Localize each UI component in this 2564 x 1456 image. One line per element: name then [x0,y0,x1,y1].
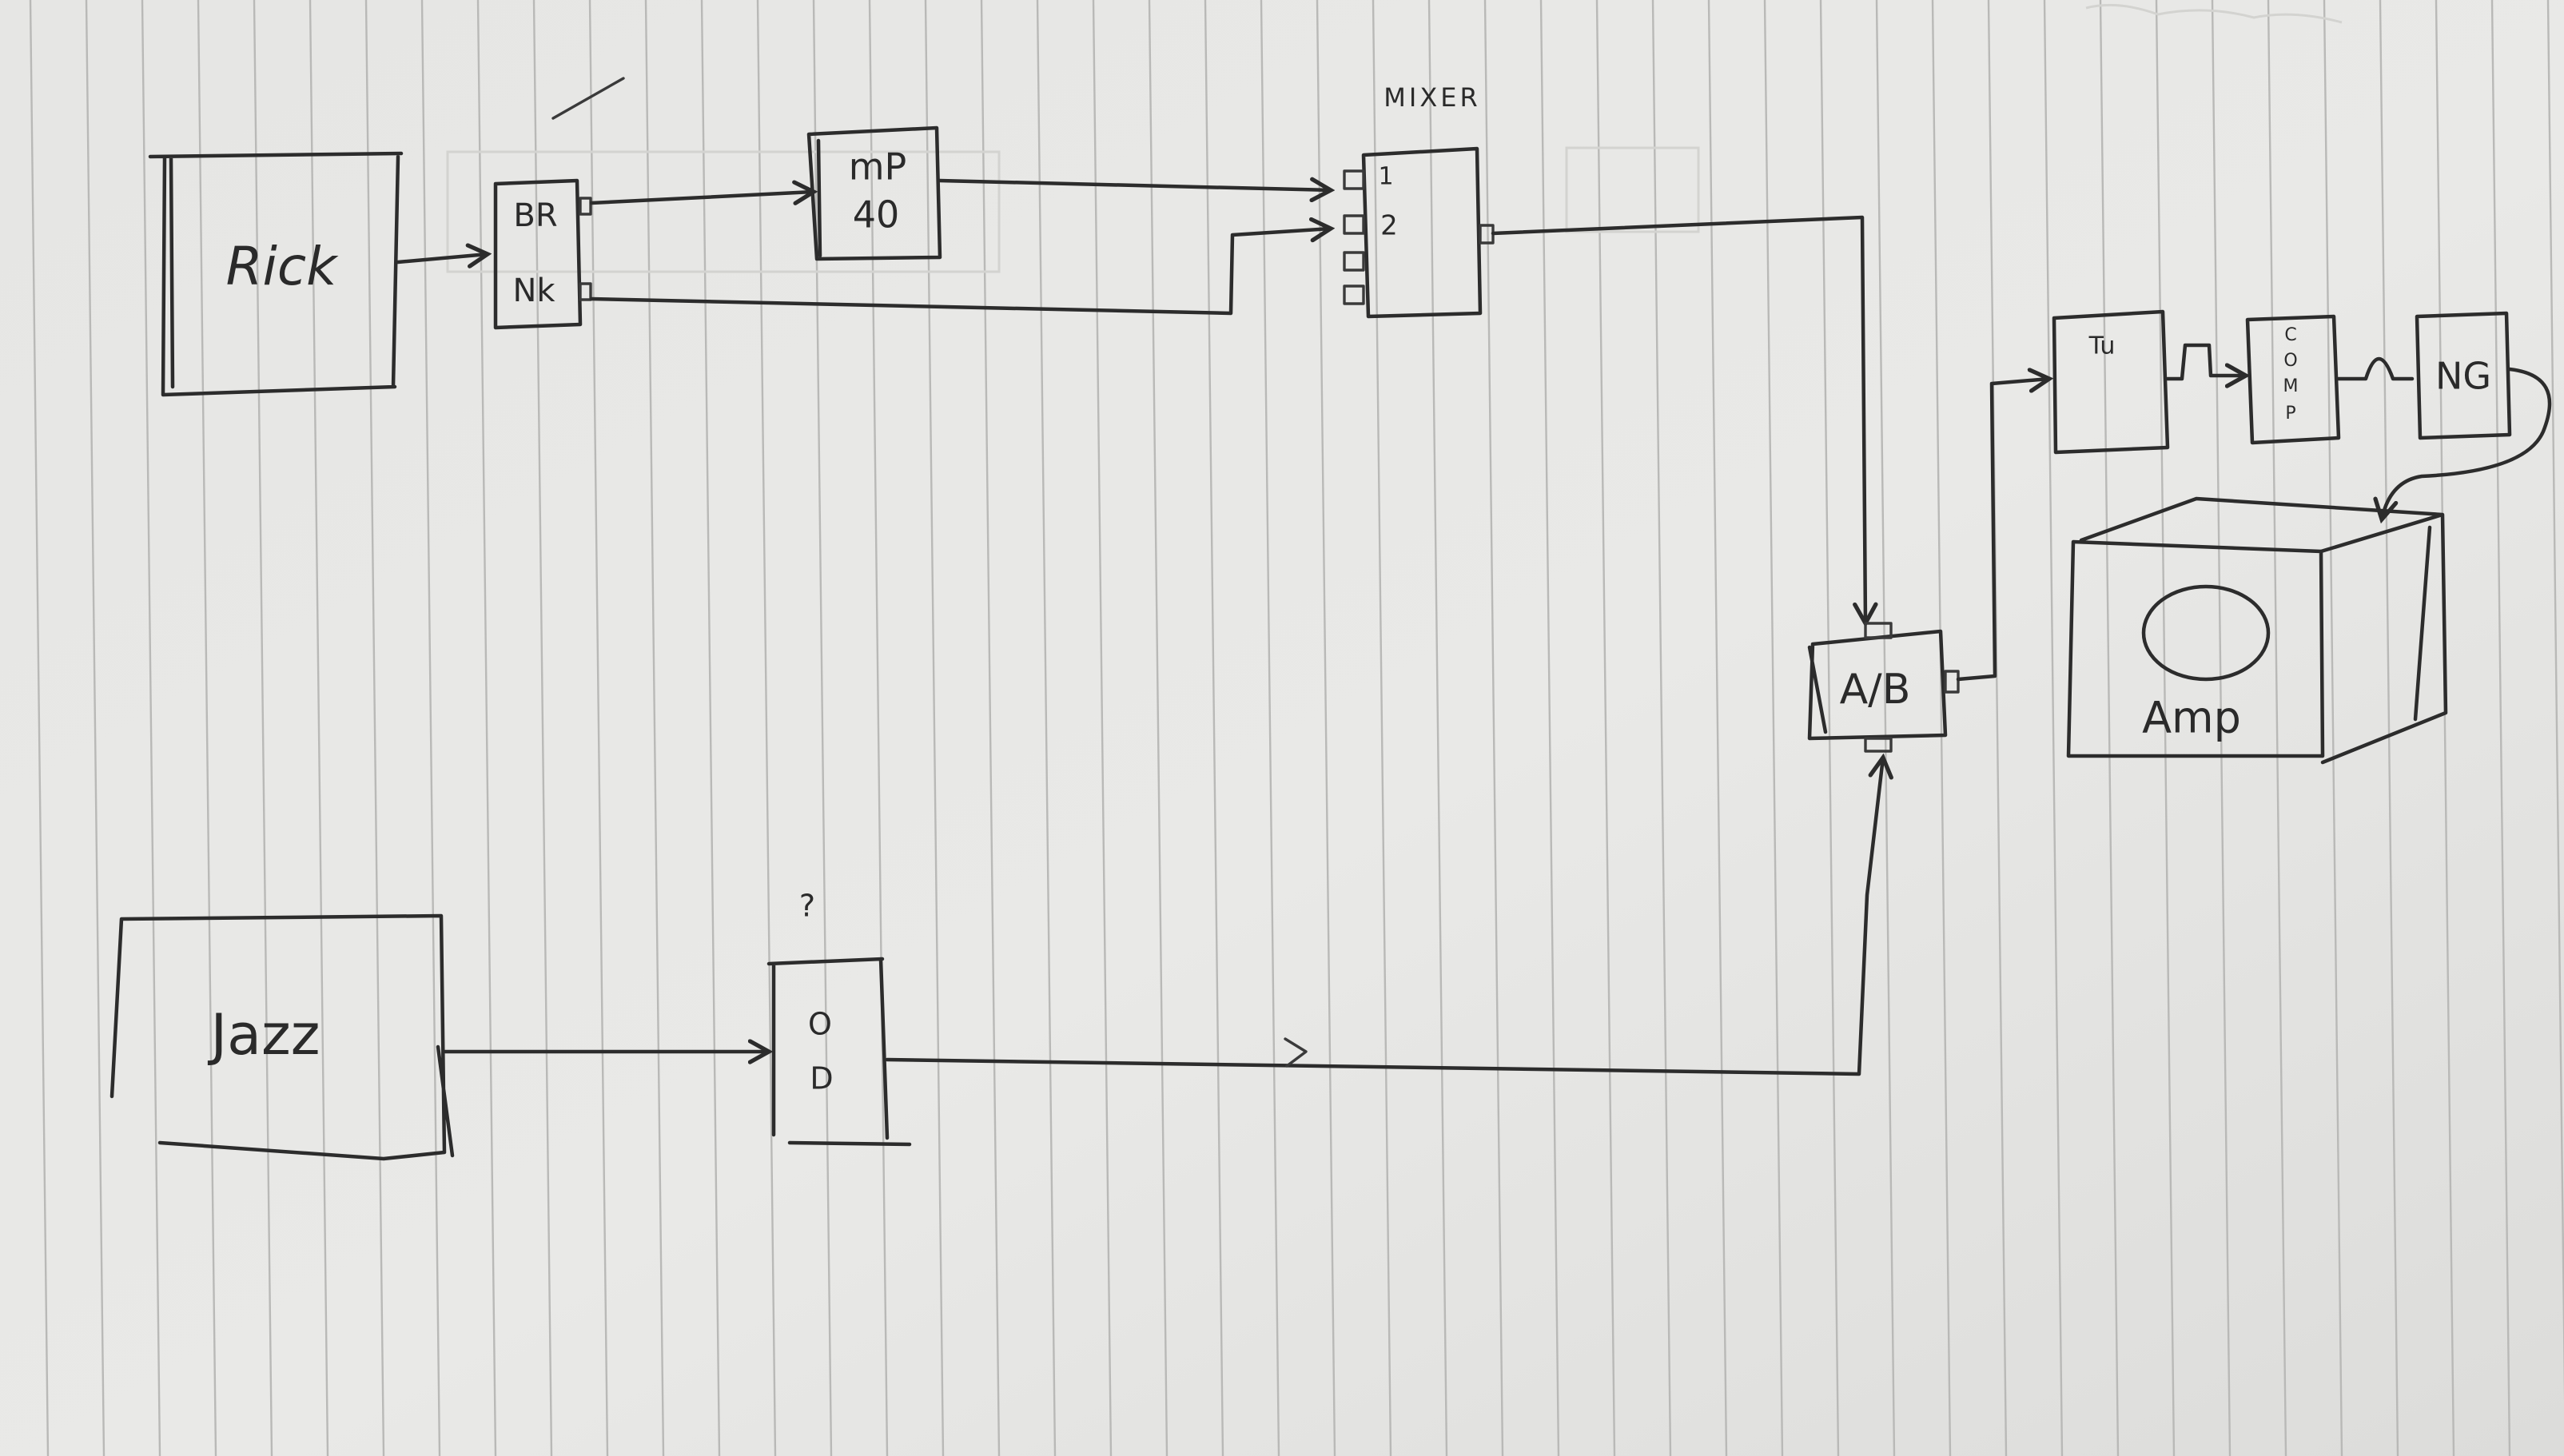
paper-rule-line [868,0,889,1456]
edge-rick-to-br-nk [396,254,488,262]
paper-rule-line [2490,0,2511,1456]
edge-mp40-to-mixer-1 [938,181,1331,190]
paper-rule-line [2155,0,2176,1456]
rick-node: Rick [148,151,404,397]
paper-rule-line [1707,0,1728,1456]
edge-od-to-ab [885,758,1883,1076]
ng-node: NG [2415,311,2512,440]
od-line2: D [810,1061,833,1096]
od-question: ? [799,889,815,924]
paper-rule-line [2546,0,2564,1403]
paper-rule-line [197,0,217,1456]
comp-letter-o: O [2283,351,2297,371]
comp-letter-c: C [2284,325,2296,345]
paper-rule-line [85,0,106,1456]
paper-rule-line [29,0,50,1456]
paper-ruled-lines [29,0,2564,1456]
speaker-cone-icon [2141,584,2271,682]
show-through-marks [446,3,2343,273]
paper-rule-line [364,0,385,1456]
paper-rule-line [700,0,721,1456]
paper-rule-line [588,0,609,1456]
nk-label: Nk [512,273,555,309]
paper-rule-line [1260,0,1280,1456]
paper-rule-line [924,0,945,1456]
ng-label: NG [2435,355,2491,398]
edge-ng-to-amp [2382,367,2552,519]
paper-rule-line [2323,0,2343,1456]
paper-rule-line [532,0,553,1456]
paper-rule-line [1092,0,1113,1456]
rick-label: Rick [226,236,339,297]
amp-label: Amp [2142,693,2241,743]
paper-rule-line [1372,0,1392,1456]
mp40-line2: 40 [853,193,900,237]
paper-rule-line [2211,0,2232,1456]
jazz-node: Jazz [109,913,455,1161]
comp-node: C O M P [2245,314,2341,445]
edge-nk-to-mixer-2 [589,229,1331,316]
mp40-line1: mP [849,145,907,189]
paper-rule-line [980,0,1001,1456]
mixer-input-1: 1 [1378,163,1393,191]
tu-node: Tu [2052,309,2170,455]
paper-rule-line [1875,0,1896,1456]
tu-label: Tu [2088,332,2116,360]
paper-rule-line [2267,0,2287,1456]
paper-rule-line [1763,0,1784,1456]
paper-rule-line [2099,0,2120,1456]
paper-rule-line [1819,0,1840,1456]
edge-ab-to-tu [1956,379,2049,682]
paper-rule-line [2379,0,2399,1456]
edge-mixer-to-ab [1491,215,1865,623]
paper-rule-line [1595,0,1616,1456]
check-mark [551,77,625,120]
br-label: BR [513,197,557,234]
paper-rule-line [1148,0,1169,1456]
paper-rule-line [476,0,497,1456]
paper-rule-line [1036,0,1057,1456]
amp-node: Amp [2066,496,2448,765]
mixer-node: MIXER 1 2 [1343,82,1495,319]
ab-node: A/B [1807,622,1960,753]
paper-rule-line [1651,0,1672,1456]
mixer-input-2: 2 [1380,210,1398,242]
paper-rule-line [2043,0,2064,1456]
edge-direction-mark [1284,1037,1308,1068]
edge-comp-to-ng [2336,356,2415,381]
paper-rule-line [1316,0,1336,1456]
jazz-label: Jazz [207,1002,320,1068]
paper-rule-line [309,0,329,1456]
paper-rule-line [756,0,777,1456]
mixer-title: MIXER [1384,82,1480,113]
od-node: ? O D [766,889,912,1147]
od-line1: O [808,1007,832,1042]
paper-rule-line [1987,0,2008,1456]
br-nk-node: BR Nk [493,77,625,330]
paper-rule-line [1931,0,1952,1456]
comp-letter-p: P [2285,404,2295,424]
paper-rule-line [1539,0,1560,1456]
ab-label: A/B [1840,666,1911,714]
paper-rule-line [644,0,665,1456]
paper-rule-line [1427,0,1448,1456]
paper-rule-line [1204,0,1224,1456]
paper-rule-line [253,0,273,1456]
edge-tu-to-comp [2165,343,2246,379]
mp40-node: mP 40 [806,125,942,261]
paper-rule-line [420,0,441,1456]
paper-rule-line [141,0,161,1456]
comp-letter-m: M [2283,376,2299,396]
paper-rule-line [2435,0,2455,1456]
edge-br-to-mp40 [589,192,814,203]
